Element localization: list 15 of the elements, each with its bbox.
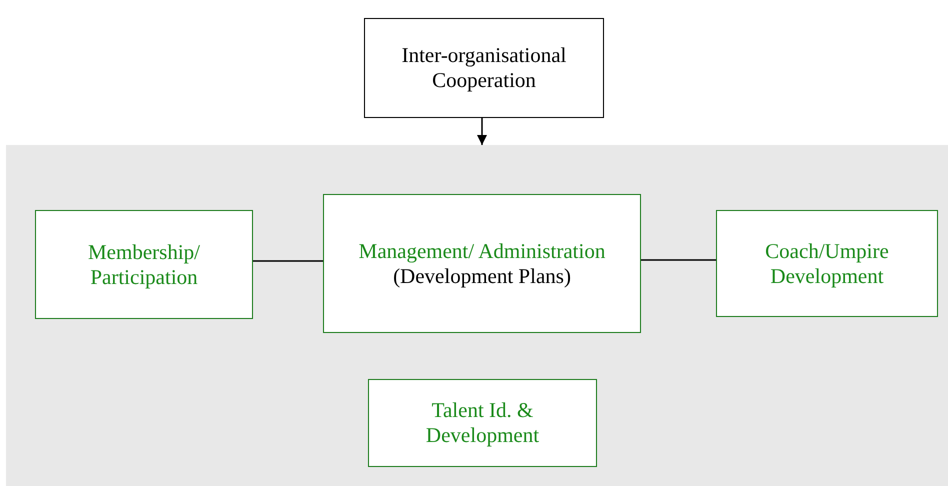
process-box xyxy=(716,210,938,317)
node-label: Membership/ Participation xyxy=(87,240,201,290)
connector-line xyxy=(253,260,323,262)
process-box xyxy=(35,210,253,319)
process-box xyxy=(368,379,597,467)
arrow xyxy=(477,118,487,145)
node-label: Coach/Umpire Development xyxy=(764,238,890,288)
node-label: (Development Plans) xyxy=(393,264,571,288)
node-label: Management/ Administration xyxy=(358,238,606,264)
process-box xyxy=(323,194,641,333)
connector-line xyxy=(641,259,716,261)
node-label: Talent Id. & Development xyxy=(424,398,540,448)
node-label: Inter-organisational Cooperation xyxy=(400,43,568,93)
background-panel xyxy=(6,145,948,486)
process-box xyxy=(364,18,604,118)
